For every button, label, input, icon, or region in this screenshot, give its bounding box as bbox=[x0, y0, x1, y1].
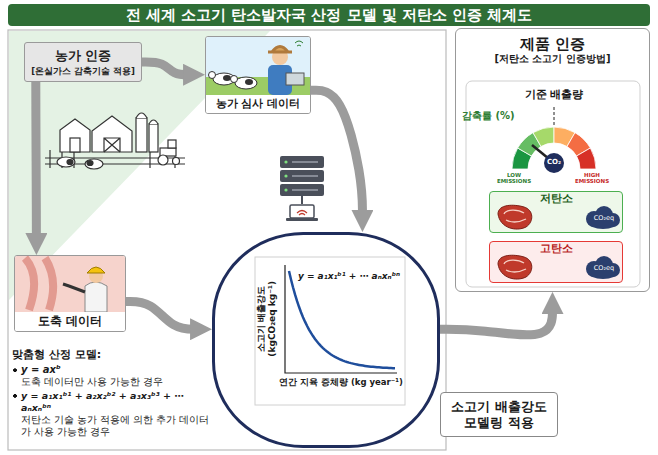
farm-illustration bbox=[168, 140, 176, 148]
cow-spot bbox=[223, 75, 231, 81]
grade-box: 저탄소 bbox=[489, 191, 623, 233]
cow-head bbox=[231, 76, 238, 83]
carcass bbox=[25, 258, 53, 310]
farm-illustration bbox=[70, 138, 80, 152]
data-card: 도축 데이터 bbox=[14, 255, 126, 332]
title-banner: 전 세계 소고기 탄소발자국 산정 모델 및 저탄소 인증 체계도 bbox=[8, 4, 650, 26]
node-heading: 제품 인증 bbox=[456, 35, 649, 53]
certification-panel: 제품 인증[저탄소 소고기 인증방법] 저탄소고탄소 bbox=[455, 28, 650, 292]
server-icon bbox=[290, 205, 314, 218]
server-icon bbox=[286, 218, 318, 221]
farm-illustration bbox=[173, 158, 180, 165]
farm-illustration bbox=[45, 113, 185, 169]
chart-axes bbox=[285, 265, 397, 373]
marbling bbox=[504, 210, 526, 222]
flow-arrow bbox=[126, 301, 198, 329]
hard-hat bbox=[87, 267, 105, 273]
node-heading: 도축 데이터 bbox=[15, 312, 125, 331]
gauge-segment bbox=[577, 148, 596, 169]
sky bbox=[206, 37, 310, 95]
farm-illustration bbox=[104, 138, 120, 152]
cow-head bbox=[209, 72, 216, 79]
data-card-art bbox=[15, 256, 125, 312]
marbling bbox=[504, 260, 526, 272]
process-box: 소고기 배출강도 모델링 적용 bbox=[440, 392, 558, 437]
node-text: [온실가스 감축기술 적용] bbox=[28, 66, 138, 76]
farm-illustration bbox=[50, 150, 175, 168]
server-icon bbox=[292, 162, 318, 190]
farm-illustration bbox=[57, 157, 75, 167]
formula: y = a₁x₁ᵇ¹ + a₂x₂ᵇ² + a₃x₃ᵇ³ + ⋯ aₙxₙᵇⁿ bbox=[12, 390, 212, 414]
node-text: [저탄소 소고기 인증방법] bbox=[456, 53, 649, 65]
plant-ground bbox=[15, 256, 125, 312]
model-circle: 소고기 배출강도 (kgCO₂eq kg⁻¹) y = a₁x₁ᵇ¹ + ⋯ aₙ… bbox=[212, 232, 440, 448]
co2-cloud bbox=[586, 256, 620, 279]
certification-box: 농가 인증 [온실가스 감축기술 적용] bbox=[24, 42, 142, 82]
node-text: 연간 지육 증체량 (kg year⁻¹) bbox=[279, 377, 403, 387]
node-heading: 소고기 배출강도 (kgCO₂eq kg⁻¹) bbox=[256, 264, 278, 374]
tool bbox=[63, 284, 85, 292]
node-heading: 저탄소 bbox=[490, 192, 622, 205]
steak bbox=[498, 255, 532, 279]
data-card-art bbox=[206, 37, 310, 95]
flow-arrow bbox=[31, 82, 41, 241]
server-icon bbox=[297, 211, 307, 216]
note: 도축 데이터만 사용 가능한 경우 bbox=[12, 376, 212, 388]
node-text: y = a₁x₁ᵇ¹ + ⋯ aₙxₙᵇⁿ bbox=[295, 271, 403, 282]
baseline-mark bbox=[554, 107, 555, 126]
co2-disc bbox=[544, 153, 564, 173]
server-icon bbox=[301, 196, 303, 204]
steak bbox=[498, 205, 532, 229]
farm-illustration bbox=[149, 124, 158, 152]
gauge bbox=[512, 127, 596, 173]
note: 저탄소 기술 농가 적용에 의한 추가 데이터가 사용 가능한 경우 bbox=[12, 414, 212, 438]
decay-curve bbox=[289, 271, 395, 368]
grade-box: 고탄소 bbox=[489, 241, 623, 283]
farm-illustration bbox=[87, 161, 93, 166]
farm-illustration bbox=[60, 119, 90, 152]
farm-illustration bbox=[158, 155, 168, 165]
server-icon bbox=[284, 174, 287, 177]
farm-illustration bbox=[136, 118, 147, 152]
server-icon bbox=[284, 188, 287, 191]
laptop bbox=[286, 73, 304, 85]
inner-panel bbox=[466, 81, 640, 287]
node-heading: 고탄소 bbox=[490, 242, 622, 255]
co2-cloud bbox=[586, 206, 620, 229]
flow-arrow bbox=[311, 90, 362, 218]
farm-illustration bbox=[149, 120, 158, 124]
worker-coat bbox=[85, 282, 107, 312]
co2-cloud bbox=[588, 265, 618, 279]
flow-arrow bbox=[440, 306, 553, 335]
left-panel bbox=[8, 30, 446, 450]
server-icon bbox=[280, 156, 324, 221]
note: 맞춤형 산정 모델: bbox=[12, 348, 212, 362]
data-card: 농가 심사 데이터 bbox=[205, 36, 311, 114]
node-heading: 농가 인증 bbox=[28, 48, 138, 64]
flow-arrow bbox=[142, 62, 191, 75]
chart-frame bbox=[255, 257, 405, 405]
model-notes: 맞춤형 산정 모델: y = axᵇ도축 데이터만 사용 가능한 경우 y = a₁… bbox=[12, 348, 212, 438]
wifi-mark bbox=[295, 41, 303, 46]
farm-illustration bbox=[85, 159, 103, 169]
formula: y = axᵇ bbox=[12, 364, 212, 377]
gauge-segment bbox=[533, 127, 554, 146]
node-heading: 소고기 배출강도 모델링 적용 bbox=[445, 399, 553, 430]
node-heading: 농가 심사 데이터 bbox=[206, 95, 310, 113]
farm-illustration bbox=[136, 113, 147, 118]
cow bbox=[235, 77, 257, 89]
farmer-hat bbox=[268, 47, 292, 53]
cow-spot bbox=[245, 79, 253, 85]
co2-cloud bbox=[588, 215, 618, 229]
model-circle-art bbox=[215, 235, 437, 445]
farm-illustration bbox=[67, 160, 73, 165]
farm-illustration bbox=[92, 116, 132, 152]
server-icon bbox=[284, 160, 287, 163]
